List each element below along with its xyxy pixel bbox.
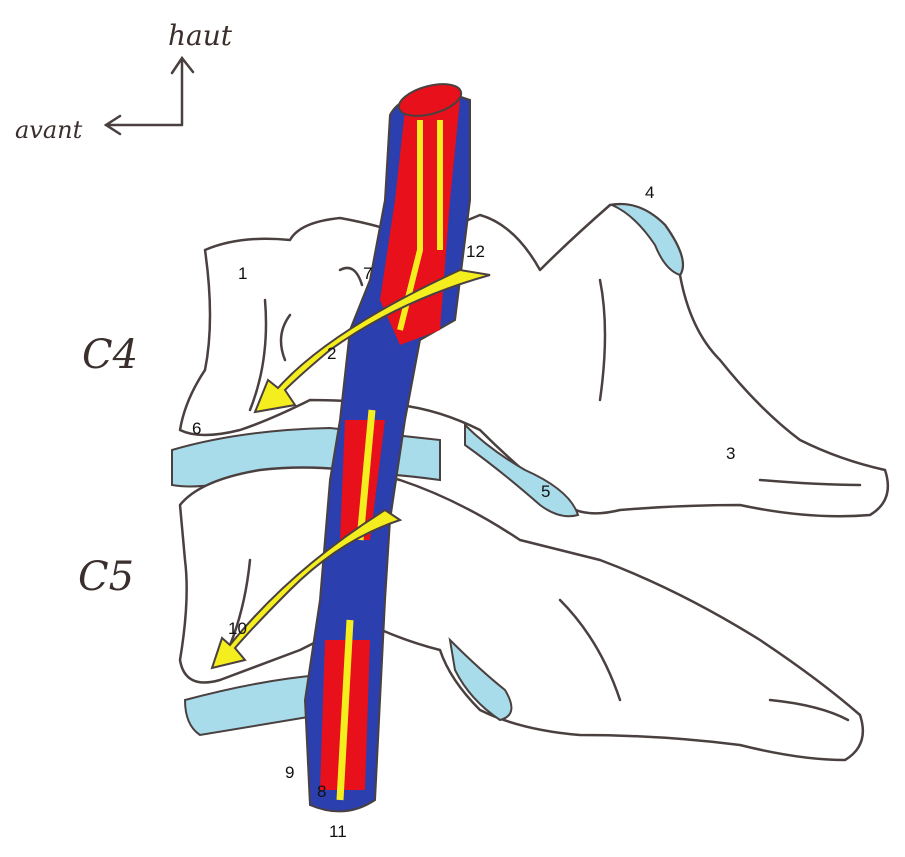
label-12: 12 [466, 242, 485, 261]
vertebra-c4 [178, 202, 890, 518]
label-avant: avant [15, 116, 83, 144]
label-c4: C4 [82, 332, 138, 378]
spinal-nerve-c4 [253, 268, 491, 414]
intervertebral-disc-lower [183, 673, 321, 737]
vertebral-vessels [303, 83, 471, 813]
articular-cartilage-c5 [448, 637, 513, 722]
label-6: 6 [192, 419, 201, 438]
label-5: 5 [541, 482, 550, 501]
articular-cartilage-c4-bottom [464, 422, 580, 518]
label-7: 7 [363, 264, 372, 283]
label-8: 8 [317, 782, 326, 801]
label-haut: haut [168, 19, 233, 52]
label-c5: C5 [78, 554, 134, 600]
label-2: 2 [327, 344, 336, 363]
label-10: 10 [228, 619, 247, 638]
label-1: 1 [238, 264, 247, 283]
label-4: 4 [645, 183, 654, 202]
spinal-nerve-c5 [210, 508, 403, 670]
label-3: 3 [726, 444, 735, 463]
articular-cartilage-c4-top [608, 203, 684, 277]
orientation-arrows [103, 55, 195, 136]
label-9: 9 [285, 763, 294, 782]
label-11: 11 [329, 822, 347, 841]
